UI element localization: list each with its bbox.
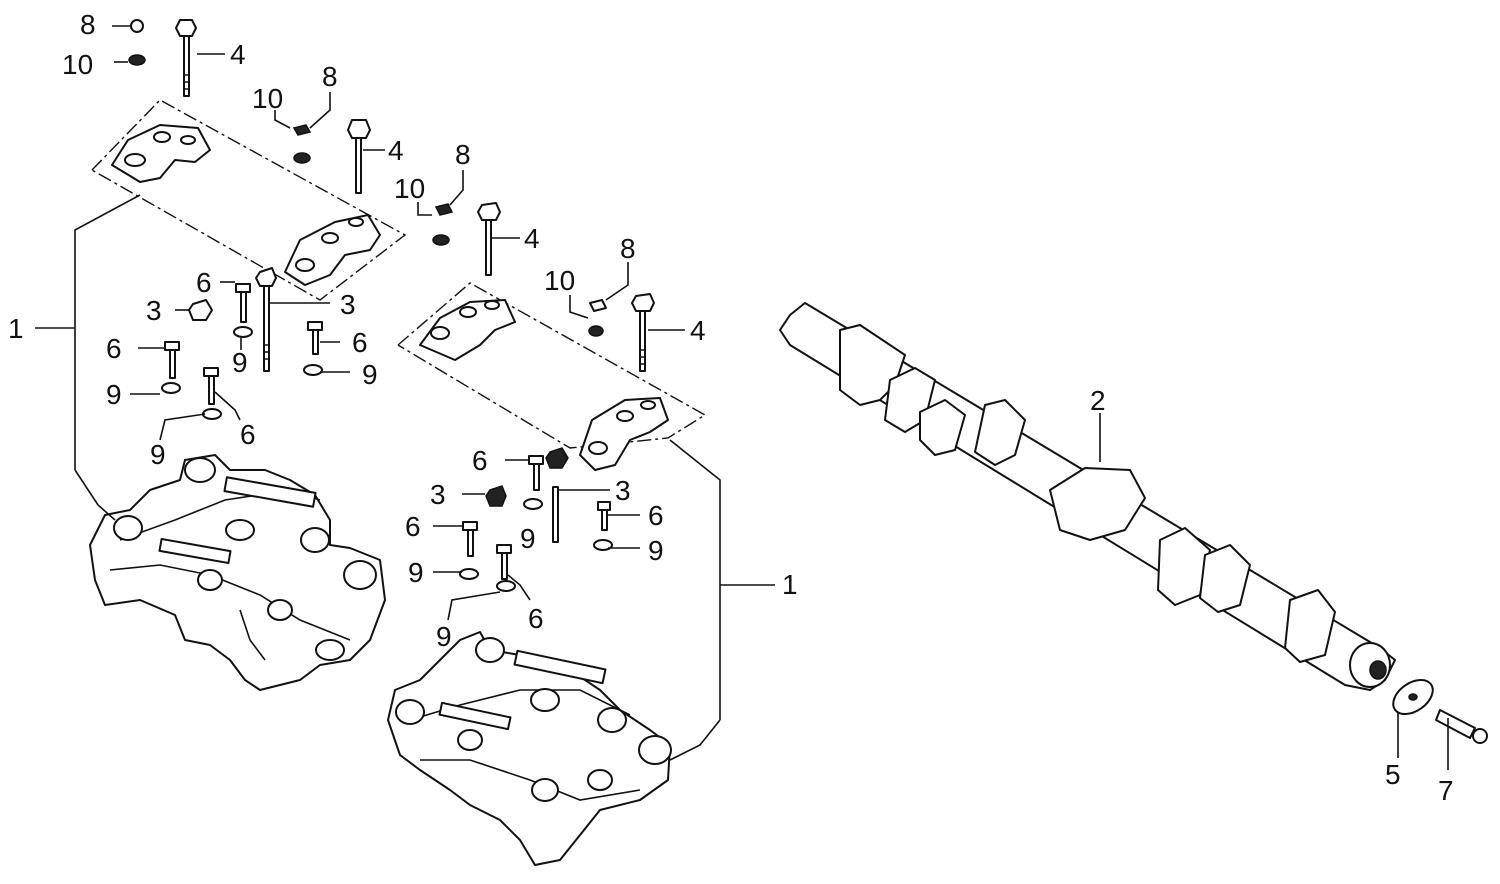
callout-1: 1 xyxy=(8,313,24,344)
right-cap-plate xyxy=(397,282,707,471)
right-cylinder-head xyxy=(387,631,672,866)
callout-6: 6 xyxy=(528,603,544,634)
callout-8: 8 xyxy=(322,61,338,92)
left-hardware xyxy=(128,19,371,420)
callout-9: 9 xyxy=(362,359,378,390)
left-cap-plate xyxy=(91,99,407,301)
callout-2: 2 xyxy=(1090,385,1106,416)
callout-6: 6 xyxy=(405,511,421,542)
callout-9: 9 xyxy=(408,557,424,588)
callout-3: 3 xyxy=(340,289,356,320)
left-cylinder-head xyxy=(89,454,386,691)
callout-9: 9 xyxy=(106,379,122,410)
callout-6: 6 xyxy=(196,267,212,298)
callout-4: 4 xyxy=(524,223,540,254)
callout-4: 4 xyxy=(230,39,246,70)
leader-lines xyxy=(35,25,1449,770)
callout-labels: 8 10 4 10 8 4 8 10 4 8 10 4 1 6 3 3 6 6 … xyxy=(8,9,1454,806)
callout-3: 3 xyxy=(146,295,162,326)
bolt-7 xyxy=(1435,709,1488,744)
callout-1: 1 xyxy=(782,569,798,600)
callout-6: 6 xyxy=(240,419,256,450)
callout-8: 8 xyxy=(455,139,471,170)
callout-8: 8 xyxy=(620,233,636,264)
callout-4: 4 xyxy=(388,135,404,166)
callout-9: 9 xyxy=(150,439,166,470)
camshaft xyxy=(779,302,1396,691)
callout-9: 9 xyxy=(648,535,664,566)
callout-9: 9 xyxy=(436,621,452,652)
callout-9: 9 xyxy=(232,347,248,378)
washer-5 xyxy=(1392,678,1434,716)
callout-6: 6 xyxy=(352,327,368,358)
callout-10: 10 xyxy=(394,173,425,204)
callout-10: 10 xyxy=(62,49,93,80)
callout-3: 3 xyxy=(615,475,631,506)
callout-8: 8 xyxy=(80,9,96,40)
callout-6: 6 xyxy=(472,445,488,476)
callout-10: 10 xyxy=(544,265,575,296)
callout-7: 7 xyxy=(1438,775,1454,806)
callout-3: 3 xyxy=(430,479,446,510)
callout-10: 10 xyxy=(252,83,283,114)
center-hardware xyxy=(432,202,655,592)
callout-5: 5 xyxy=(1385,759,1401,790)
callout-9: 9 xyxy=(520,523,536,554)
callout-6: 6 xyxy=(648,500,664,531)
callout-4: 4 xyxy=(690,315,706,346)
callout-6: 6 xyxy=(106,333,122,364)
